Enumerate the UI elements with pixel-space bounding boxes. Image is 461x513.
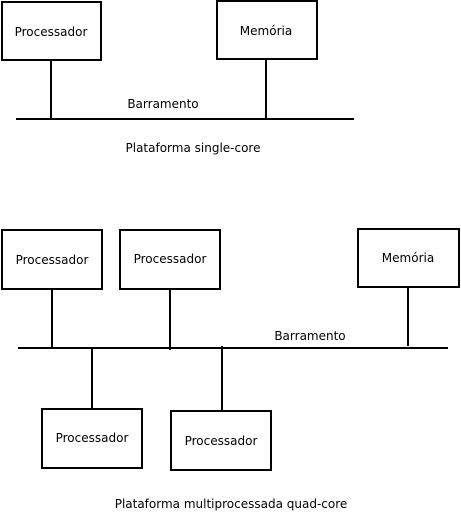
quad-core-memory-box (357, 228, 460, 288)
single-core-caption: Plataforma single-core (126, 141, 261, 155)
quad-core-processor-4-label: Processador (185, 434, 258, 448)
single-core-processor-label: Processador (15, 25, 88, 39)
quad-core-processor-3-box (41, 408, 143, 469)
single-core-bus-label: Barramento (127, 97, 198, 111)
quad-core-memory-label: Memória (382, 251, 434, 265)
single-core-processor-box (1, 1, 102, 61)
quad-core-bus-label: Barramento (274, 329, 345, 343)
quad-core-caption: Plataforma multiprocessada quad-core (115, 497, 348, 511)
quad-core-processor-3-label: Processador (56, 431, 129, 445)
quad-core-diagram: Processador Processador Memória Processa… (1, 228, 460, 511)
quad-core-processor-3-block: Processador (41, 408, 143, 469)
single-core-memory-block: Memória (216, 0, 318, 60)
single-core-processor-block: Processador (1, 1, 102, 61)
quad-core-processor-1-box (1, 229, 103, 290)
quad-core-processor-2-block: Processador (119, 229, 221, 290)
quad-core-processor-4-block: Processador (170, 410, 272, 471)
quad-core-memory-block: Memória (357, 228, 460, 288)
quad-core-processor-2-label: Processador (134, 252, 207, 266)
quad-core-processor-1-block: Processador (1, 229, 103, 290)
single-core-memory-label: Memória (240, 24, 292, 38)
single-core-diagram: Processador Memória Barramento Plataform… (1, 0, 354, 155)
single-core-memory-box (216, 0, 318, 60)
quad-core-processor-2-box (119, 229, 221, 290)
quad-core-processor-4-box (170, 410, 272, 471)
quad-core-processor-1-label: Processador (16, 253, 89, 267)
